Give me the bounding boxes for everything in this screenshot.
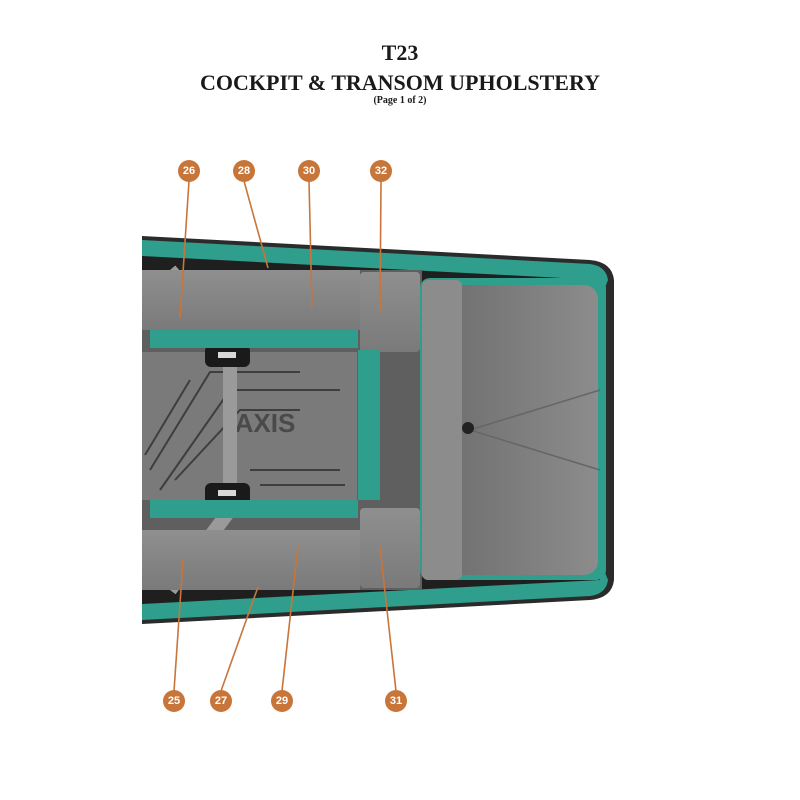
seat-27 [222, 530, 282, 590]
rear-bench [422, 280, 462, 580]
callout-25: 25 [163, 690, 185, 712]
callout-29: 29 [271, 690, 293, 712]
callout-30: 30 [298, 160, 320, 182]
seat-31 [360, 508, 420, 588]
seat-28 [222, 270, 282, 330]
model-title: T23 [381, 40, 419, 65]
page-title: COCKPIT & TRANSOM UPHOLSTERY [200, 70, 600, 95]
callout-31: 31 [385, 690, 407, 712]
floor-logo: AXIS [235, 408, 296, 438]
hatch-latch [462, 422, 474, 434]
seat-30 [282, 270, 360, 330]
seat-32 [360, 272, 420, 352]
callout-27: 27 [210, 690, 232, 712]
callout-28: 28 [233, 160, 255, 182]
page-indicator: (Page 1 of 2) [373, 95, 427, 106]
callout-26: 26 [178, 160, 200, 182]
callout-32: 32 [370, 160, 392, 182]
